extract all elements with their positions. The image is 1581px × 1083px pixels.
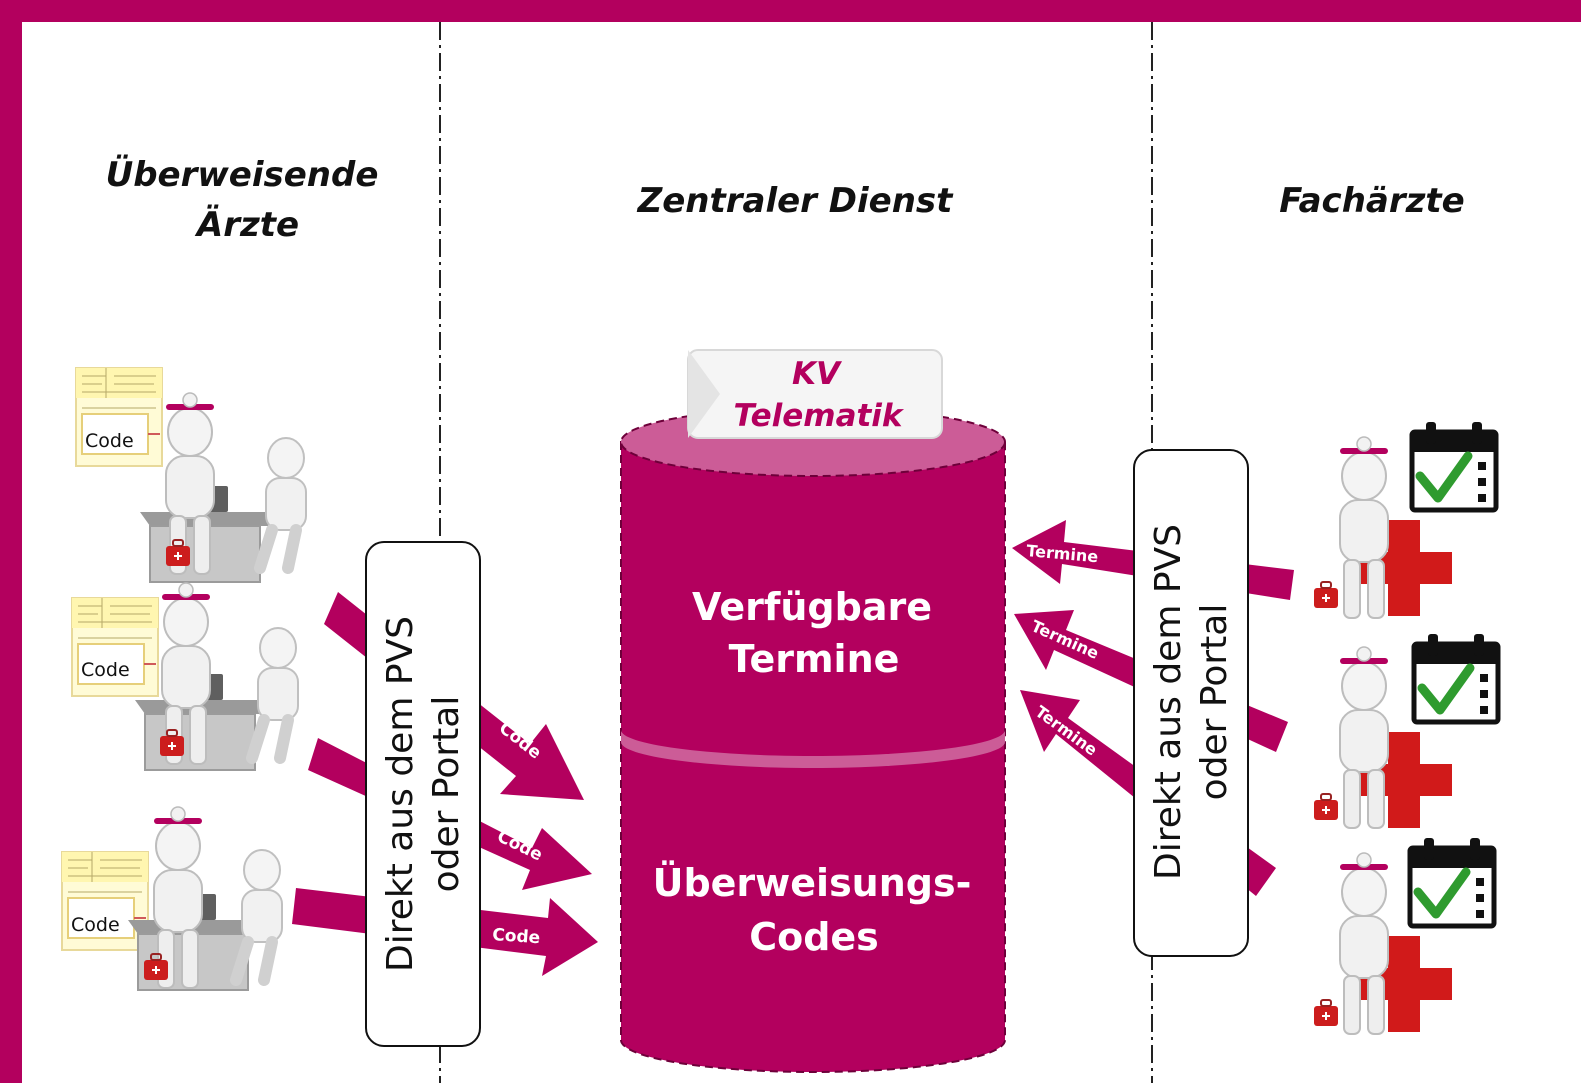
form-code-label: Code — [85, 430, 134, 452]
right-channel-line2: oder Portal — [1194, 604, 1235, 801]
left-channel-line2: oder Portal — [426, 696, 467, 893]
available-appointments-label-line1: Verfügbare — [692, 585, 932, 629]
calendar-check-icon — [1414, 634, 1498, 722]
referral-codes-label-line2: Codes — [749, 915, 879, 959]
right-column-title: Fachärzte — [1279, 181, 1464, 221]
kv-tag-line1: KV — [792, 356, 843, 392]
database-divider — [621, 730, 1005, 768]
center-column-title: Zentraler Dienst — [637, 181, 955, 221]
available-appointments-label-line2: Termine — [729, 637, 900, 681]
form-code-label: Code — [71, 914, 120, 936]
right-channel-box: Direkt aus dem PVS oder Portal — [1133, 449, 1249, 957]
kv-telematik-tag: KV Telematik — [687, 349, 943, 439]
central-database — [620, 407, 1006, 1073]
right-channel-line1: Direkt aus dem PVS — [1148, 524, 1189, 880]
referring-doctor-2: Code — [71, 582, 298, 771]
form-code-label: Code — [81, 659, 130, 681]
code-arrow-label: Code — [492, 925, 541, 948]
referral-codes-label-line1: Überweisungs- — [653, 861, 972, 905]
calendar-check-icon — [1412, 422, 1496, 510]
kv-tag-line2: Telematik — [733, 398, 904, 434]
calendar-check-icon — [1410, 838, 1494, 926]
referral-form-icon — [71, 597, 159, 697]
left-column-title-line1: Überweisende — [106, 154, 379, 195]
referring-doctor-1: Code — [75, 367, 306, 583]
left-channel-line1: Direkt aus dem PVS — [380, 616, 421, 972]
referring-doctor-3: Code — [61, 806, 282, 991]
left-column-title-line2: Ärzte — [194, 204, 299, 245]
left-channel-box: Direkt aus dem PVS oder Portal — [365, 541, 481, 1047]
